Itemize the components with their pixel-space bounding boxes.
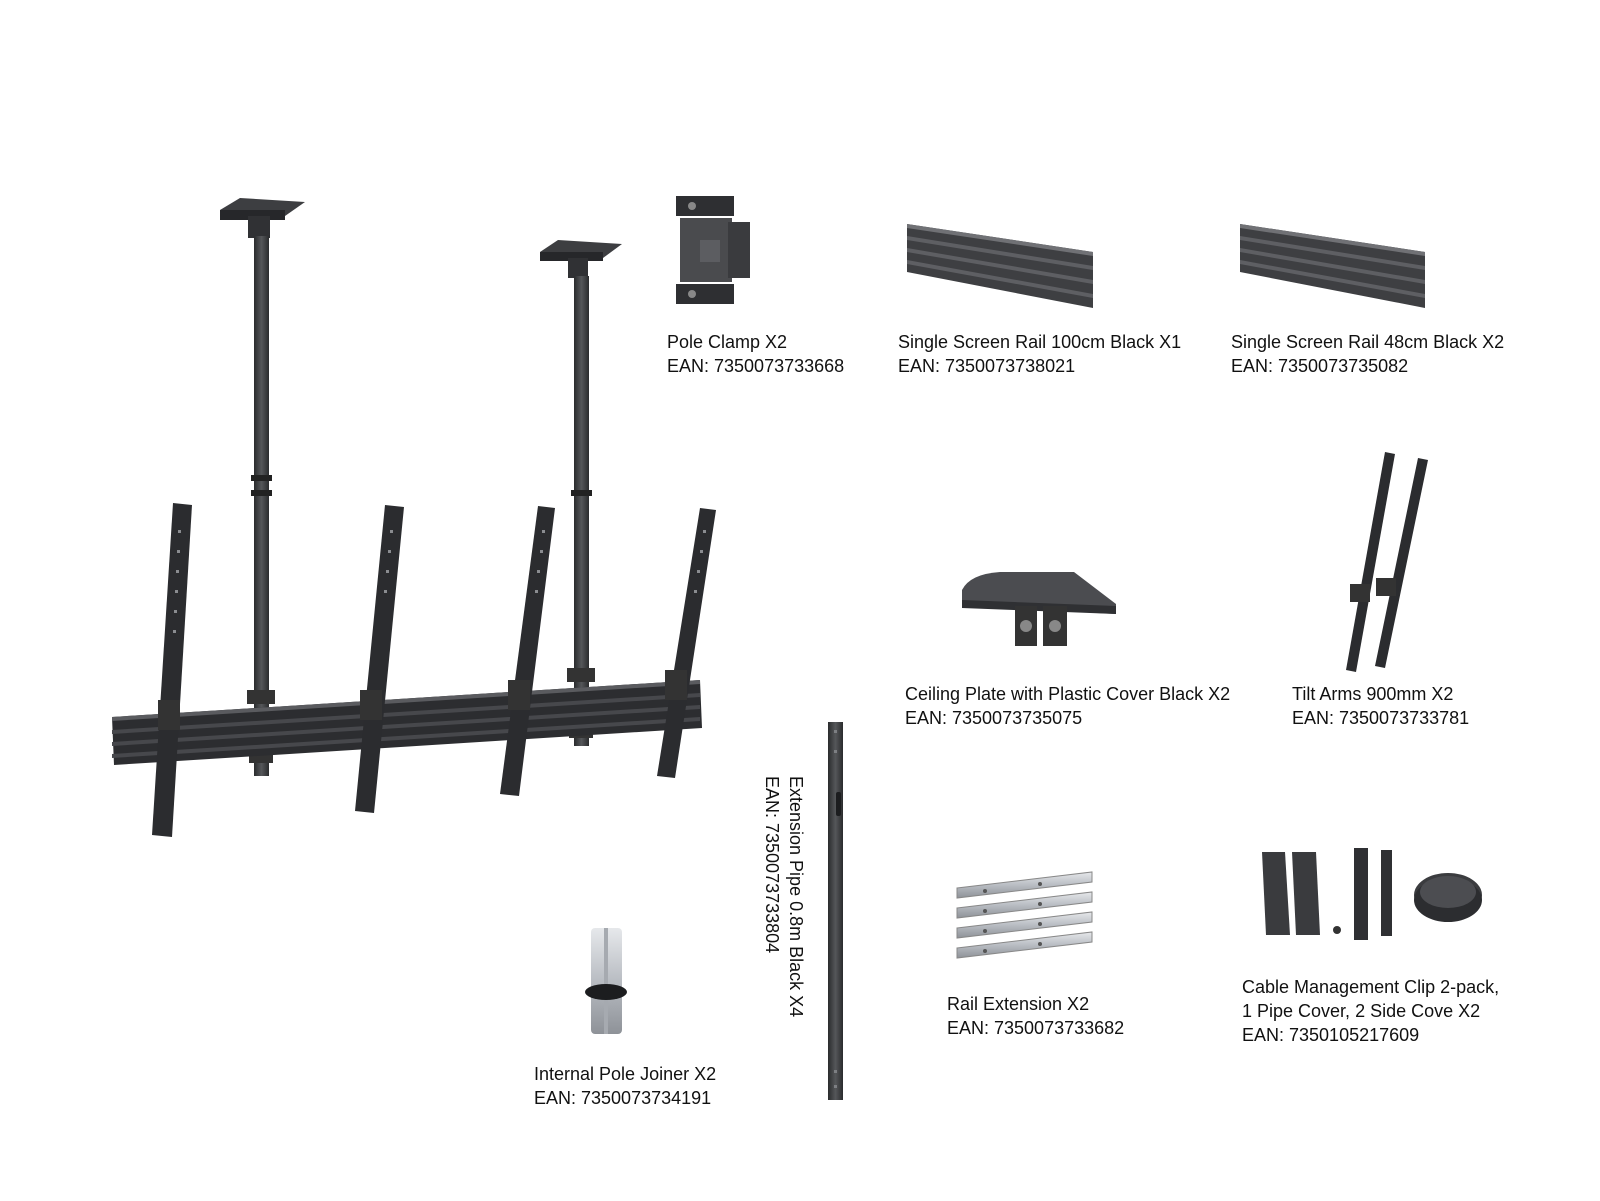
rail-100cm-label: Single Screen Rail 100cm Black X1 EAN: 7… bbox=[898, 330, 1181, 378]
component-name: Pole Clamp X2 bbox=[667, 332, 788, 352]
ceiling-plate-label: Ceiling Plate with Plastic Cover Black X… bbox=[905, 682, 1230, 730]
component-ean: EAN: 7350073735075 bbox=[905, 708, 1083, 728]
rail-extension-label: Rail Extension X2 EAN: 7350073733682 bbox=[947, 992, 1124, 1040]
component-ean: EAN: 7350073733781 bbox=[1292, 708, 1470, 728]
component-ean: EAN: 7350073735082 bbox=[1231, 356, 1409, 376]
pole-joiner-image bbox=[585, 928, 627, 1034]
component-name: Tilt Arms 900mm X2 bbox=[1292, 684, 1454, 704]
pole-joiner-label: Internal Pole Joiner X2 EAN: 73500737341… bbox=[534, 1062, 716, 1110]
component-ean: EAN: 7350073733804 bbox=[762, 776, 782, 954]
rail-48cm-label: Single Screen Rail 48cm Black X2 EAN: 73… bbox=[1231, 330, 1504, 378]
component-name-line2: 1 Pipe Cover, 2 Side Cove X2 bbox=[1242, 1001, 1481, 1021]
component-name: Rail Extension X2 bbox=[947, 994, 1090, 1014]
component-ean: EAN: 7350073733668 bbox=[667, 356, 845, 376]
pole-clamp-label: Pole Clamp X2 EAN: 7350073733668 bbox=[667, 330, 844, 378]
rail-100cm-image bbox=[907, 224, 1093, 308]
component-ean: EAN: 7350073734191 bbox=[534, 1088, 712, 1108]
component-ean: EAN: 7350073738021 bbox=[898, 356, 1076, 376]
cable-clip-image bbox=[1262, 848, 1482, 940]
tilt-arms-image bbox=[1346, 452, 1428, 672]
extension-pipe-image bbox=[828, 722, 843, 1100]
rail-48cm-image bbox=[1240, 224, 1425, 308]
component-name-line1: Cable Management Clip 2-pack, bbox=[1242, 977, 1500, 997]
component-name: Internal Pole Joiner X2 bbox=[534, 1064, 717, 1084]
component-name: Single Screen Rail 48cm Black X2 bbox=[1231, 332, 1505, 352]
tilt-arms-label: Tilt Arms 900mm X2 EAN: 7350073733781 bbox=[1292, 682, 1469, 730]
ceiling-plate-image bbox=[962, 572, 1116, 646]
component-name: Single Screen Rail 100cm Black X1 bbox=[898, 332, 1182, 352]
assembled-mount-image bbox=[112, 198, 716, 837]
extension-pipe-label: Extension Pipe 0.8m Black X4 EAN: 735007… bbox=[760, 776, 808, 1017]
rail-extension-image bbox=[956, 871, 1093, 959]
cable-clip-label: Cable Management Clip 2-pack, 1 Pipe Cov… bbox=[1242, 975, 1499, 1047]
component-name: Ceiling Plate with Plastic Cover Black X… bbox=[905, 684, 1231, 704]
component-ean: EAN: 7350105217609 bbox=[1242, 1025, 1420, 1045]
pole-clamp-image bbox=[676, 196, 750, 304]
component-ean: EAN: 7350073733682 bbox=[947, 1018, 1125, 1038]
component-name: Extension Pipe 0.8m Black X4 bbox=[786, 776, 806, 1018]
